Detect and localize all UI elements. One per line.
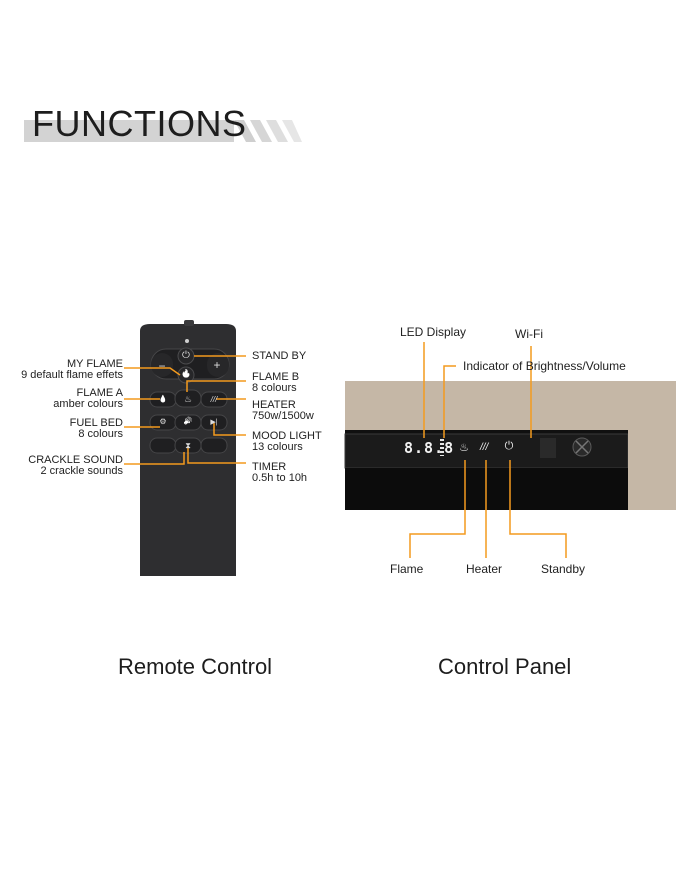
label-flame: Flame xyxy=(390,562,424,576)
label-crackle-sound: CRACKLE SOUND 2 crackle sounds xyxy=(28,454,123,477)
label-heater-panel: Heater xyxy=(466,562,503,576)
remote-power-icon[interactable]: ⏻ xyxy=(182,350,190,361)
remote-led-icon xyxy=(185,339,189,343)
control-panel-caption: Control Panel xyxy=(438,654,572,679)
remote-heater-icon[interactable]: /// xyxy=(210,395,218,404)
label-my-flame: MY FLAME 9 default flame effets xyxy=(21,358,123,381)
label-wifi: Wi-Fi xyxy=(515,327,543,341)
label-standby-panel: Standby xyxy=(541,562,586,576)
remote-mood-light-icon[interactable]: ▶| xyxy=(210,419,218,426)
panel-flame-icon[interactable]: ♨ xyxy=(459,442,469,454)
remote-sound-icon[interactable]: 🔊 xyxy=(183,418,193,425)
title-bar xyxy=(24,120,234,142)
label-heater: HEATER 750w/1500w xyxy=(252,399,314,422)
panel-leader-lines xyxy=(409,342,567,558)
label-led-display: LED Display xyxy=(400,325,467,339)
page-title: FUNCTIONS xyxy=(32,103,247,144)
led-display: 8.8.8 xyxy=(404,439,455,457)
label-flame-b: FLAME B 8 colours xyxy=(252,371,300,394)
remote-plus-button[interactable]: + xyxy=(213,358,221,372)
remote-control-caption: Remote Control xyxy=(118,654,273,679)
label-flame-a: FLAME A amber colours xyxy=(53,387,123,410)
label-indicator: Indicator of Brightness/Volume xyxy=(463,359,626,373)
remote-leader-lines xyxy=(124,355,246,465)
label-mood-light: MOOD LIGHT 13 colours xyxy=(252,430,322,453)
section-title: FUNCTIONS xyxy=(24,103,302,144)
title-stripes xyxy=(234,120,302,142)
remote-timer-icon[interactable]: ⧗ xyxy=(185,441,191,450)
remote-my-flame-icon[interactable]: 🔥 xyxy=(181,369,191,378)
label-standby: STAND BY xyxy=(252,350,307,362)
remote-fuel-bed-icon[interactable]: ⚙ xyxy=(159,417,167,426)
label-timer: TIMER 0.5h to 10h xyxy=(252,461,308,484)
remote-flame-a-icon[interactable]: 💧 xyxy=(158,396,168,403)
remote-flame-b-icon[interactable]: ♨ xyxy=(183,394,193,404)
brightness-indicator-icon xyxy=(440,439,444,456)
remote-minus-button[interactable]: − xyxy=(158,359,166,373)
label-fuel-bed: FUEL BED 8 colours xyxy=(69,417,123,440)
panel-heater-icon[interactable]: /// xyxy=(480,442,489,453)
panel-standby-icon[interactable]: ⏻ xyxy=(504,440,514,452)
